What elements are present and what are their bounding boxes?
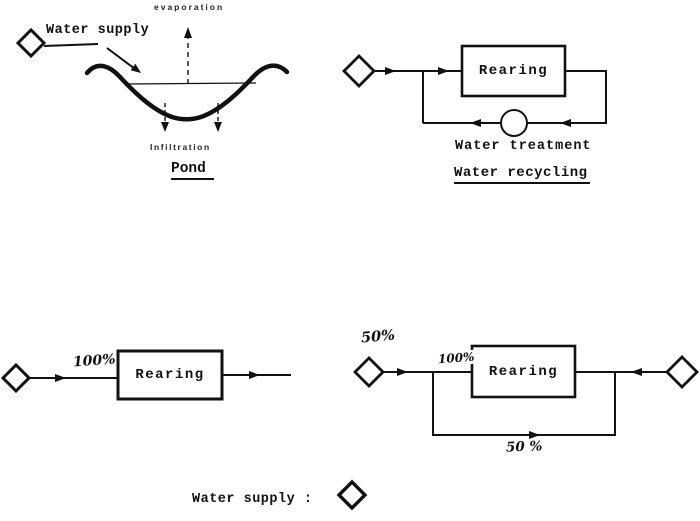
flow-arrowhead-icon: [631, 368, 642, 376]
partial-reuse-diagram: [353, 344, 699, 439]
legend-label: Water supply :: [192, 492, 313, 507]
inflow-arrow-line: [106, 47, 136, 70]
partial-reuse-supply-percent: 50%: [360, 326, 396, 347]
infiltration-arrowhead-right-icon: [214, 122, 222, 132]
flow-arrowhead-icon: [470, 119, 481, 127]
inflow-arrowhead-icon: [130, 63, 141, 73]
partial-reuse-inflow-percent: 100%: [436, 349, 476, 367]
pond-water-line: [125, 82, 257, 85]
infiltration-label: Infiltration: [150, 142, 211, 152]
rearing-box: [470, 344, 577, 399]
flow-arrowhead-icon: [560, 119, 571, 127]
rearing-box-label: Rearing: [135, 367, 205, 383]
water-supply-diamond-icon: [665, 355, 699, 389]
partial-reuse-recycle-percent: 50 %: [505, 438, 543, 456]
water-supply-diamond-icon: [353, 356, 385, 388]
evaporation-label: evaporation: [154, 2, 225, 12]
rearing-box: [460, 44, 567, 98]
pond-basin-shape: [84, 63, 290, 122]
flow-through-inflow-percent: 100%: [72, 351, 117, 371]
pond-diagram: [15, 27, 290, 132]
flow-arrowhead-icon: [55, 374, 66, 382]
rearing-box: [116, 349, 224, 401]
water-supply-diamond-icon: [0, 362, 32, 394]
water-supply-label: Water supply: [46, 23, 150, 38]
supply-leader-line: [43, 43, 99, 47]
flow-through-diagram: [0, 349, 291, 401]
evaporation-arrowhead-icon: [184, 27, 192, 38]
pond-caption: Pond: [171, 161, 214, 180]
flow-arrowhead-icon: [385, 67, 396, 75]
flow-arrowhead-icon: [249, 371, 260, 379]
infiltration-arrowhead-left-icon: [161, 122, 169, 132]
flow-arrowhead-icon: [438, 67, 449, 75]
flow-arrowhead-icon: [397, 368, 408, 376]
legend-water-supply-diamond-icon: [336, 479, 368, 511]
rearing-box-label: Rearing: [488, 363, 559, 380]
water-treatment-label: Water treatment: [455, 139, 592, 154]
flow-arrowhead-icon: [529, 431, 540, 439]
water-supply-diamond-icon: [15, 27, 47, 59]
water-supply-diamond-icon: [342, 54, 376, 88]
water-treatment-circle: [500, 109, 528, 137]
rearing-box-label: Rearing: [478, 63, 549, 79]
water-recycling-diagram: [342, 44, 607, 137]
water-recycling-caption: Water recycling: [454, 165, 590, 184]
